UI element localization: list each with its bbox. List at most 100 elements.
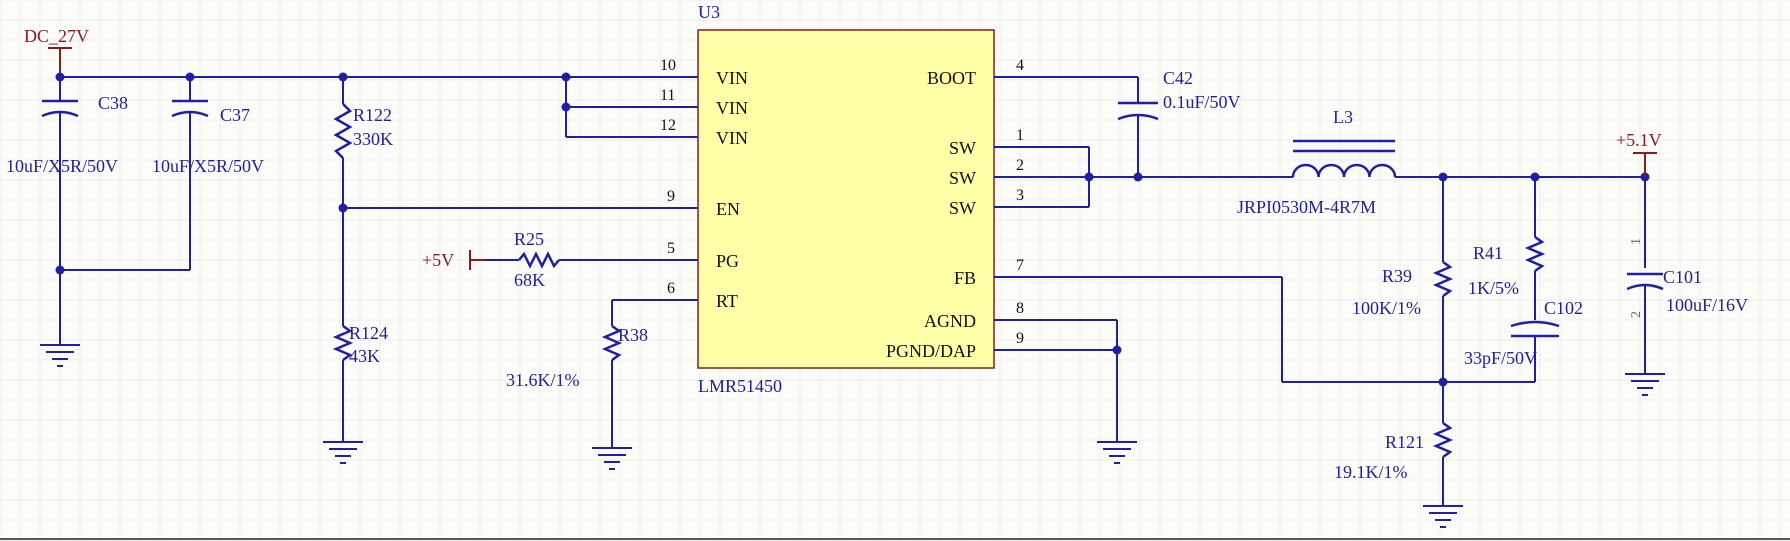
ground-symbol-c101 xyxy=(1625,373,1665,396)
svg-text:6: 6 xyxy=(667,280,675,297)
ground-symbol-c38 xyxy=(40,344,80,367)
ic-left-pin-12: 12 VIN xyxy=(660,117,748,148)
svg-text:8: 8 xyxy=(1016,300,1024,317)
svg-text:7: 7 xyxy=(1016,257,1024,274)
svg-text:EN: EN xyxy=(716,199,740,219)
svg-text:9: 9 xyxy=(1016,330,1024,347)
c101-ref: C101 xyxy=(1663,267,1702,287)
net-fb xyxy=(994,276,1535,383)
r25-value: 68K xyxy=(514,270,545,290)
svg-text:VIN: VIN xyxy=(716,128,748,148)
svg-text:3: 3 xyxy=(1016,187,1024,204)
r39-ref: R39 xyxy=(1382,266,1412,286)
ground-symbol-r124 xyxy=(323,441,363,464)
svg-text:PG: PG xyxy=(716,251,739,271)
resistor-r121[interactable]: R121 19.1K/1% xyxy=(1334,421,1454,506)
r38-ref: R38 xyxy=(618,325,648,345)
power-port-dc27v[interactable]: DC_27V xyxy=(24,26,89,77)
ic-right-pin-9: 9 PGND/DAP xyxy=(886,330,1024,361)
power-label-dc27v: DC_27V xyxy=(24,26,89,46)
svg-text:11: 11 xyxy=(660,87,675,104)
c102-ref: C102 xyxy=(1544,298,1583,318)
r121-value: 19.1K/1% xyxy=(1334,462,1408,482)
svg-text:PGND/DAP: PGND/DAP xyxy=(886,341,976,361)
svg-text:SW: SW xyxy=(949,168,976,188)
c102-value: 33pF/50V xyxy=(1464,348,1537,368)
power-label-5v: +5V xyxy=(422,250,454,270)
ic-right-pin-1: 1 SW xyxy=(949,127,1024,158)
svg-text:RT: RT xyxy=(716,291,738,311)
ic-right-pin-7: 7 FB xyxy=(954,257,1024,288)
resistor-r124[interactable]: R124 43K xyxy=(332,323,388,442)
r41-ref: R41 xyxy=(1473,243,1503,263)
capacitor-c42[interactable]: C42 0.1uF/50V xyxy=(1117,68,1241,177)
capacitor-c101[interactable]: 1 2 C101 100uF/16V xyxy=(1626,177,1748,374)
power-port-5v1[interactable]: +5.1V xyxy=(1616,130,1662,177)
resistor-r38[interactable]: R38 31.6K/1% xyxy=(506,299,698,448)
svg-text:SW: SW xyxy=(949,138,976,158)
r122-ref: R122 xyxy=(353,105,392,125)
r39-value: 100K/1% xyxy=(1352,298,1421,318)
c101-value: 100uF/16V xyxy=(1666,295,1748,315)
svg-text:BOOT: BOOT xyxy=(927,68,976,88)
power-label-5v1: +5.1V xyxy=(1616,130,1662,150)
r124-ref: R124 xyxy=(349,323,388,343)
net-vin xyxy=(55,72,698,138)
svg-text:9: 9 xyxy=(667,188,675,205)
ic-right-pin-3: 3 SW xyxy=(949,187,1024,218)
resistor-r122[interactable]: R122 330K xyxy=(333,77,393,326)
ground-symbol-r38 xyxy=(592,447,632,470)
r25-ref: R25 xyxy=(514,229,544,249)
svg-text:VIN: VIN xyxy=(716,98,748,118)
svg-text:5: 5 xyxy=(667,240,675,257)
svg-text:10: 10 xyxy=(660,57,676,74)
resistor-r25[interactable]: R25 68K xyxy=(486,229,698,290)
ic-left-pin-9: 9 EN xyxy=(667,188,740,219)
capacitor-c37[interactable]: C37 10uF/X5R/50V xyxy=(55,77,265,275)
ic-designator: U3 xyxy=(698,2,720,22)
inductor-l3[interactable]: L3 JRPI0530M-4R7M xyxy=(1237,107,1397,217)
c42-ref: C42 xyxy=(1163,68,1193,88)
ic-left-pin-11: 11 VIN xyxy=(660,87,748,118)
c37-value: 10uF/X5R/50V xyxy=(152,156,264,176)
r41-value: 1K/5% xyxy=(1468,278,1519,298)
ic-u3[interactable]: U3 LMR51450 10 VIN 11 VIN 12 VIN 9 EN 5 … xyxy=(660,2,1024,396)
svg-text:AGND: AGND xyxy=(924,311,976,331)
l3-value: JRPI0530M-4R7M xyxy=(1237,197,1376,217)
ic-left-pin-5: 5 PG xyxy=(667,240,739,271)
ground-symbol-ic xyxy=(1097,441,1137,464)
net-agnd-pgnd xyxy=(994,319,1122,442)
svg-text:SW: SW xyxy=(949,198,976,218)
c38-value: 10uF/X5R/50V xyxy=(6,156,118,176)
ic-right-pin-4: 4 BOOT xyxy=(927,57,1024,88)
svg-text:VIN: VIN xyxy=(716,68,748,88)
svg-text:2: 2 xyxy=(1016,157,1024,174)
ic-right-pin-2: 2 SW xyxy=(949,157,1024,188)
net-sw xyxy=(994,146,1293,208)
ic-right-pin-8: 8 AGND xyxy=(924,300,1024,331)
svg-text:FB: FB xyxy=(954,268,976,288)
svg-text:4: 4 xyxy=(1016,57,1024,74)
resistor-r39[interactable]: R39 100K/1% xyxy=(1352,177,1454,423)
capacitor-c38[interactable]: C38 10uF/X5R/50V xyxy=(6,77,128,345)
resistor-r41[interactable]: R41 1K/5% xyxy=(1468,177,1546,320)
capacitor-c102[interactable]: C102 33pF/50V xyxy=(1464,298,1583,382)
svg-text:1: 1 xyxy=(1016,127,1024,144)
ground-symbol-r121 xyxy=(1423,505,1463,528)
c101-pin2: 2 xyxy=(1629,311,1644,318)
l3-ref: L3 xyxy=(1333,107,1353,127)
r124-value: 43K xyxy=(349,346,380,366)
r38-value: 31.6K/1% xyxy=(506,370,580,390)
power-port-5v[interactable]: +5V xyxy=(422,250,486,270)
c42-value: 0.1uF/50V xyxy=(1163,92,1241,112)
ic-left-pin-6: 6 RT xyxy=(667,280,738,311)
c101-pin1: 1 xyxy=(1629,238,1644,245)
net-boot xyxy=(994,76,1139,103)
ic-left-pin-10: 10 VIN xyxy=(660,57,748,88)
c38-ref: C38 xyxy=(98,93,128,113)
ic-part-number: LMR51450 xyxy=(698,376,782,396)
r121-ref: R121 xyxy=(1385,432,1424,452)
svg-text:12: 12 xyxy=(660,117,676,134)
